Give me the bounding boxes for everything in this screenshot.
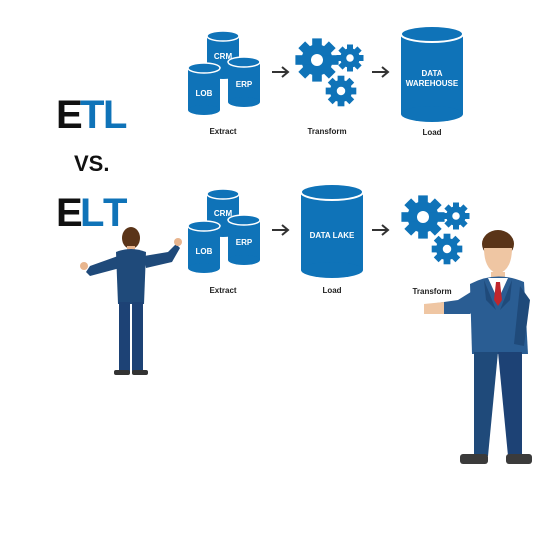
etl-source-crm: CRM: [214, 52, 233, 61]
gears-icon: [401, 195, 470, 265]
elt-target-line-1: DATA LAKE: [310, 231, 355, 240]
elt-step-load: Load: [322, 286, 341, 295]
database-icon: LOB: [187, 220, 221, 273]
presenter-figure: [80, 227, 182, 375]
etl-sources: CRM LOB ERP: [187, 30, 261, 115]
heading: E T L VS. E L T: [56, 93, 127, 235]
arrow-right-icon: [372, 66, 390, 78]
etl-source-erp: ERP: [236, 80, 253, 89]
database-icon: LOB: [187, 62, 221, 115]
elt-step-transform: Transform: [412, 287, 451, 296]
database-icon: DATA LAKE: [300, 183, 364, 278]
database-icon: ERP: [227, 214, 261, 265]
etl-letter-e: E: [56, 93, 83, 137]
etl-letter-t: T: [80, 93, 104, 137]
elt-letter-t: T: [103, 191, 127, 235]
etl-target-line-2: WAREHOUSE: [406, 79, 459, 88]
etl-target-line-1: DATA: [421, 69, 442, 78]
database-icon: ERP: [227, 56, 261, 107]
elt-source-crm: CRM: [214, 209, 233, 218]
etl-step-transform: Transform: [307, 127, 346, 136]
etl-step-extract: Extract: [209, 127, 236, 136]
etl-letter-l: L: [103, 93, 127, 137]
elt-letter-l: L: [80, 191, 104, 235]
etl-step-load: Load: [422, 128, 441, 137]
elt-source-lob: LOB: [196, 247, 213, 256]
gears-icon: [295, 38, 364, 107]
businessman-figure: [424, 230, 532, 464]
elt-source-erp: ERP: [236, 238, 253, 247]
elt-sources: CRM LOB ERP: [187, 188, 261, 273]
etl-source-lob: LOB: [196, 89, 213, 98]
arrow-right-icon: [272, 224, 290, 236]
vs-label: VS.: [74, 151, 109, 176]
arrow-right-icon: [372, 224, 390, 236]
elt-step-extract: Extract: [209, 286, 236, 295]
arrow-right-icon: [272, 66, 290, 78]
elt-letter-e: E: [56, 191, 83, 235]
database-icon: DATA WAREHOUSE: [400, 25, 464, 122]
